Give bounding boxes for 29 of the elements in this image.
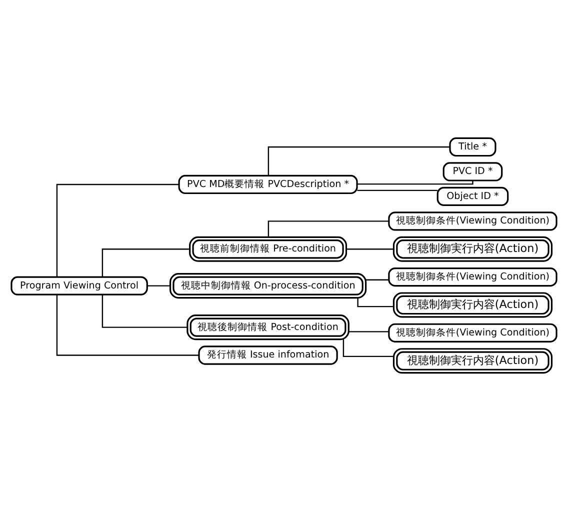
connector: [357, 189, 438, 191]
connector: [56, 183, 179, 276]
node-box: 視聴制御実行内容(Action): [392, 236, 553, 262]
node-box: Object ID *: [436, 186, 509, 206]
node-box: Title *: [449, 136, 496, 156]
node-box: 視聴制御実行内容(Action): [392, 292, 553, 318]
connector: [357, 180, 474, 184]
node-box: 視聴制御条件(Viewing Condition): [388, 322, 558, 342]
connector: [357, 297, 394, 307]
connector: [346, 248, 394, 250]
node-box: 発行情報 Issue infomation: [198, 345, 338, 364]
connector: [268, 146, 450, 175]
node-box: 視聴制御条件(Viewing Condition): [388, 266, 558, 286]
connector: [348, 330, 389, 332]
connector: [268, 220, 389, 237]
connector: [102, 294, 188, 328]
node-box: 視聴後制御情報 Post-condition: [186, 314, 350, 340]
connector: [56, 294, 199, 356]
connector: [102, 248, 190, 276]
node-box: PVC MD概要情報 PVCDescription *: [178, 174, 358, 194]
node-box: PVC ID *: [442, 162, 503, 181]
node-box: Program Viewing Control: [10, 276, 148, 295]
connector: [147, 284, 170, 286]
node-box: 視聴前制御情報 Pre-condition: [189, 236, 348, 262]
connector: [366, 278, 389, 280]
node-box: 視聴中制御情報 On-process-condition: [169, 272, 367, 298]
node-box: 視聴制御条件(Viewing Condition): [388, 211, 558, 230]
node-box: 視聴制御実行内容(Action): [392, 348, 553, 374]
connector: [342, 339, 394, 357]
